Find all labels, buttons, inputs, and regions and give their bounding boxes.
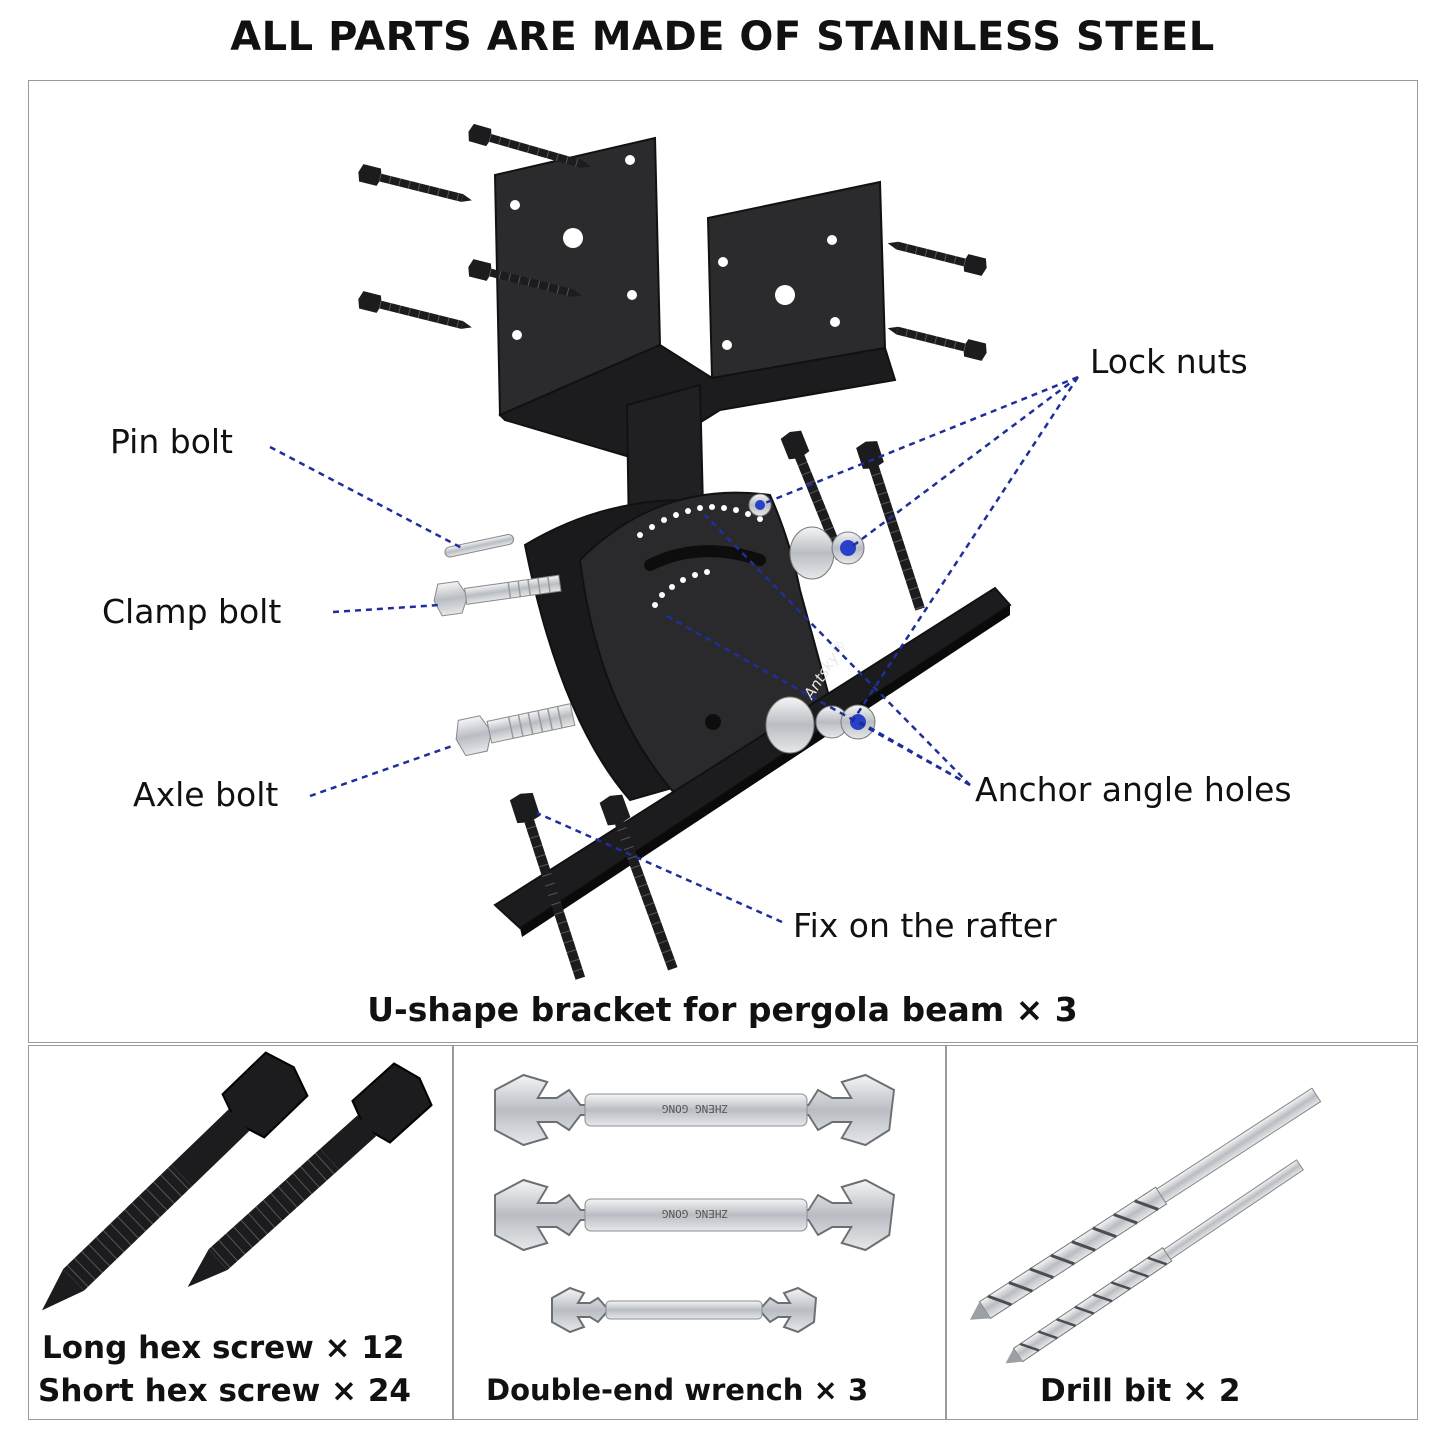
drill-caption: Drill bit × 2 bbox=[1040, 1373, 1241, 1409]
axle-bolt bbox=[455, 703, 576, 757]
clamp-bolt bbox=[433, 574, 562, 617]
page-headline: ALL PARTS ARE MADE OF STAINLESS STEEL bbox=[230, 14, 1215, 60]
bracket-panel bbox=[28, 80, 1418, 1043]
callout-anchor-angle-holes: Anchor angle holes bbox=[975, 770, 1292, 809]
callout-clamp-bolt: Clamp bolt bbox=[102, 592, 282, 631]
drill-bit-icon bbox=[969, 1087, 1322, 1364]
wrench-icon: ZHENG GONG ZHENG GONG bbox=[494, 1073, 896, 1334]
leader-lines bbox=[269, 375, 1080, 924]
wrench-engraving: ZHENG GONG bbox=[662, 1102, 728, 1115]
wrench-panel bbox=[453, 1045, 946, 1420]
bracket-right-plate bbox=[706, 180, 887, 380]
base-screws-right bbox=[780, 430, 925, 611]
wrench-engraving: ZHENG GONG bbox=[662, 1207, 728, 1220]
callout-lock-nuts: Lock nuts bbox=[1090, 342, 1248, 381]
pin-bolt bbox=[444, 533, 515, 558]
screws-caption-short: Short hex screw × 24 bbox=[38, 1373, 411, 1409]
lock-nut-icon bbox=[748, 493, 876, 754]
hex-screw-icon bbox=[42, 1051, 433, 1311]
screws-panel bbox=[28, 1045, 453, 1420]
angle-holes-top bbox=[637, 504, 763, 538]
angle-holes-lower bbox=[652, 569, 710, 608]
callout-axle-bolt: Axle bolt bbox=[133, 775, 279, 814]
base-screws-bottom bbox=[509, 792, 678, 980]
bracket-caption: U-shape bracket for pergola beam × 3 bbox=[367, 990, 1078, 1029]
callout-pin-bolt: Pin bolt bbox=[110, 422, 233, 461]
callout-fix-on-rafter: Fix on the rafter bbox=[793, 906, 1057, 945]
wrench-caption: Double-end wrench × 3 bbox=[486, 1373, 869, 1407]
drill-panel bbox=[946, 1045, 1418, 1420]
u-bracket: Antsky® bbox=[358, 123, 1012, 980]
screws-caption-long: Long hex screw × 12 bbox=[42, 1330, 405, 1366]
plate-screws bbox=[358, 123, 987, 361]
